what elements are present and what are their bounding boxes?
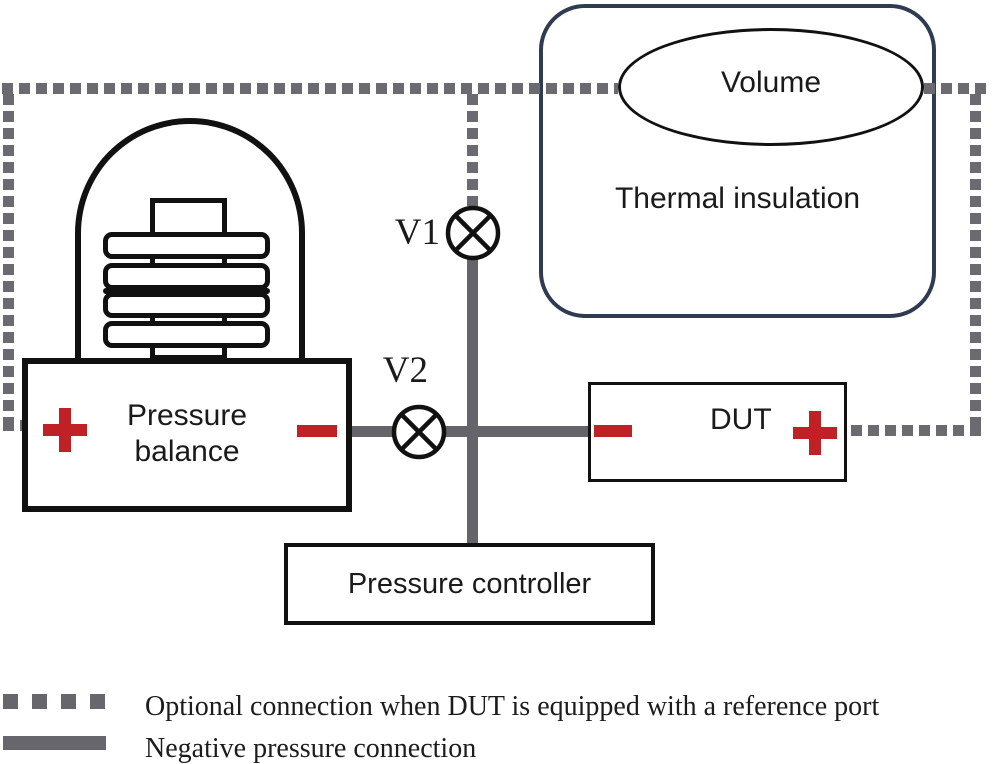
- pressure-controller-box: Pressure controller: [284, 543, 655, 625]
- legend-negative-label: Negative pressure connection: [145, 733, 477, 764]
- weight-disc: [103, 263, 270, 290]
- dotted-line-top-left: [2, 83, 618, 94]
- dotted-line-left-stub: [3, 420, 23, 431]
- dotted-line-dut-reference: [851, 425, 981, 436]
- legend-dotted-swatch: [3, 694, 107, 709]
- legend-optional-label: Optional connection when DUT is equipped…: [145, 691, 880, 722]
- valve1-label: V1: [394, 212, 440, 253]
- weight-disc: [103, 321, 270, 348]
- valve-icon-v2: [390, 403, 448, 461]
- dotted-line-top-right: [924, 83, 986, 94]
- pressure-balance-label: Pressure balance: [126, 399, 248, 468]
- weight-disc: [103, 232, 270, 259]
- pressure-controller-label: Pressure controller: [347, 567, 592, 600]
- plus-icon: [793, 411, 837, 455]
- dotted-line-right: [970, 94, 981, 436]
- legend-solid-swatch: [3, 736, 106, 750]
- valve-icon-v1: [444, 204, 502, 262]
- volume-label: Volume: [720, 66, 822, 99]
- minus-icon: [297, 425, 337, 437]
- weight-disc: [103, 292, 270, 318]
- dut-label: DUT: [710, 403, 772, 436]
- weight-divider: [103, 288, 270, 294]
- volume-ellipse: Volume: [618, 28, 924, 146]
- dotted-line-to-valve1: [467, 94, 478, 206]
- negative-pressure-line-vertical: [467, 258, 478, 543]
- thermal-insulation-label: Thermal insulation: [614, 182, 861, 215]
- dotted-line-left: [3, 94, 14, 420]
- minus-icon: [594, 425, 632, 437]
- valve2-label: V2: [382, 350, 428, 391]
- plus-icon: [43, 408, 87, 452]
